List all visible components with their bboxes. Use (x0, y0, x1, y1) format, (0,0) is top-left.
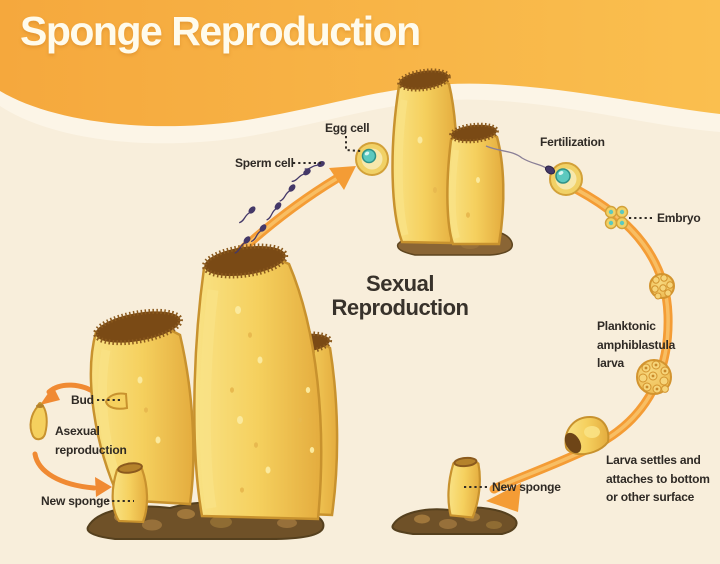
bud-piece-illustration (29, 402, 48, 441)
fertilized-egg-illustration (544, 162, 583, 196)
sperm-cell-label: Sperm cell (235, 156, 294, 170)
bud-label: Bud (71, 393, 94, 407)
egg-cell-illustration (355, 142, 389, 176)
blastula-large-illustration (636, 359, 672, 395)
planktonic-larva-label: Planktonic amphiblastula larva (597, 319, 676, 371)
embryo-label: Embryo (657, 211, 701, 225)
page-title: Sponge Reproduction (20, 8, 421, 54)
fertilization-label: Fertilization (540, 135, 605, 149)
main-sponge-illustration (89, 243, 339, 521)
settled-larva-illustration (564, 415, 610, 456)
new-sponge-left-illustration (111, 462, 149, 524)
egg-cell-label: Egg cell (325, 121, 370, 135)
cycle-arrowhead (486, 483, 521, 512)
sperm-to-egg-arrow (232, 166, 356, 259)
sperm-tail-line (485, 145, 547, 169)
dotted-leaders (97, 136, 652, 502)
asexual-reproduction-label: Asexual reproduction (55, 424, 127, 457)
bud-on-sponge (104, 392, 129, 410)
asexual-arrow-bottom (32, 451, 112, 497)
new-sponge-right-label: New sponge (492, 480, 561, 494)
larva-settles-label: Larva settles and attaches to bottom or … (606, 453, 710, 505)
blastula-small-illustration (649, 273, 675, 300)
header-banner (0, 0, 720, 127)
new-sponge-left-label: New sponge (41, 494, 110, 508)
sexual-reproduction-heading: Sexual Reproduction (331, 271, 470, 320)
embryo-illustration (604, 205, 629, 230)
top-sponge-illustration (391, 68, 513, 256)
